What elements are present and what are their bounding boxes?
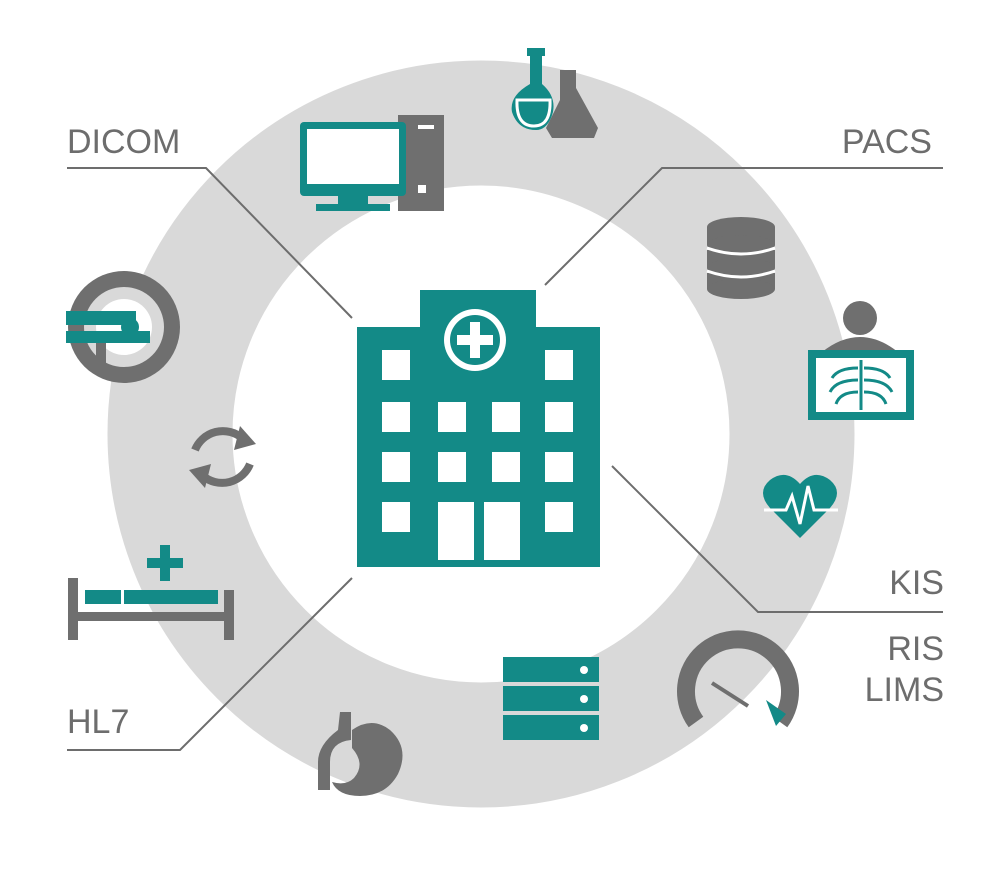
- lab-flasks-icon: [511, 48, 598, 138]
- xray-patient-icon: [808, 301, 914, 420]
- kis-label: KIS: [889, 564, 944, 602]
- hl7-connector: [67, 577, 353, 751]
- outer-ring: [107, 60, 855, 808]
- ris-label: RIS: [887, 630, 944, 668]
- lims-label: LIMS: [864, 671, 944, 709]
- desktop-computer-icon: [300, 115, 444, 211]
- stomach-icon: [318, 712, 403, 796]
- hospital-bed-icon: [68, 545, 234, 640]
- kis-connector: [611, 465, 943, 613]
- connector-lines: [67, 167, 943, 751]
- hospital-icon: [357, 290, 600, 567]
- dicom-label: DICOM: [67, 123, 181, 161]
- server-rack-icon: [503, 657, 599, 740]
- hl7-label: HL7: [67, 703, 130, 741]
- refresh-arrows-icon: [189, 426, 256, 488]
- pacs-label: PACS: [841, 123, 932, 161]
- database-icon: [706, 217, 776, 299]
- dicom-connector: [67, 167, 353, 319]
- pacs-connector: [544, 167, 943, 286]
- gauge-icon: [677, 630, 799, 728]
- mri-scanner-icon: [66, 271, 180, 383]
- heart-pulse-icon: [763, 474, 838, 538]
